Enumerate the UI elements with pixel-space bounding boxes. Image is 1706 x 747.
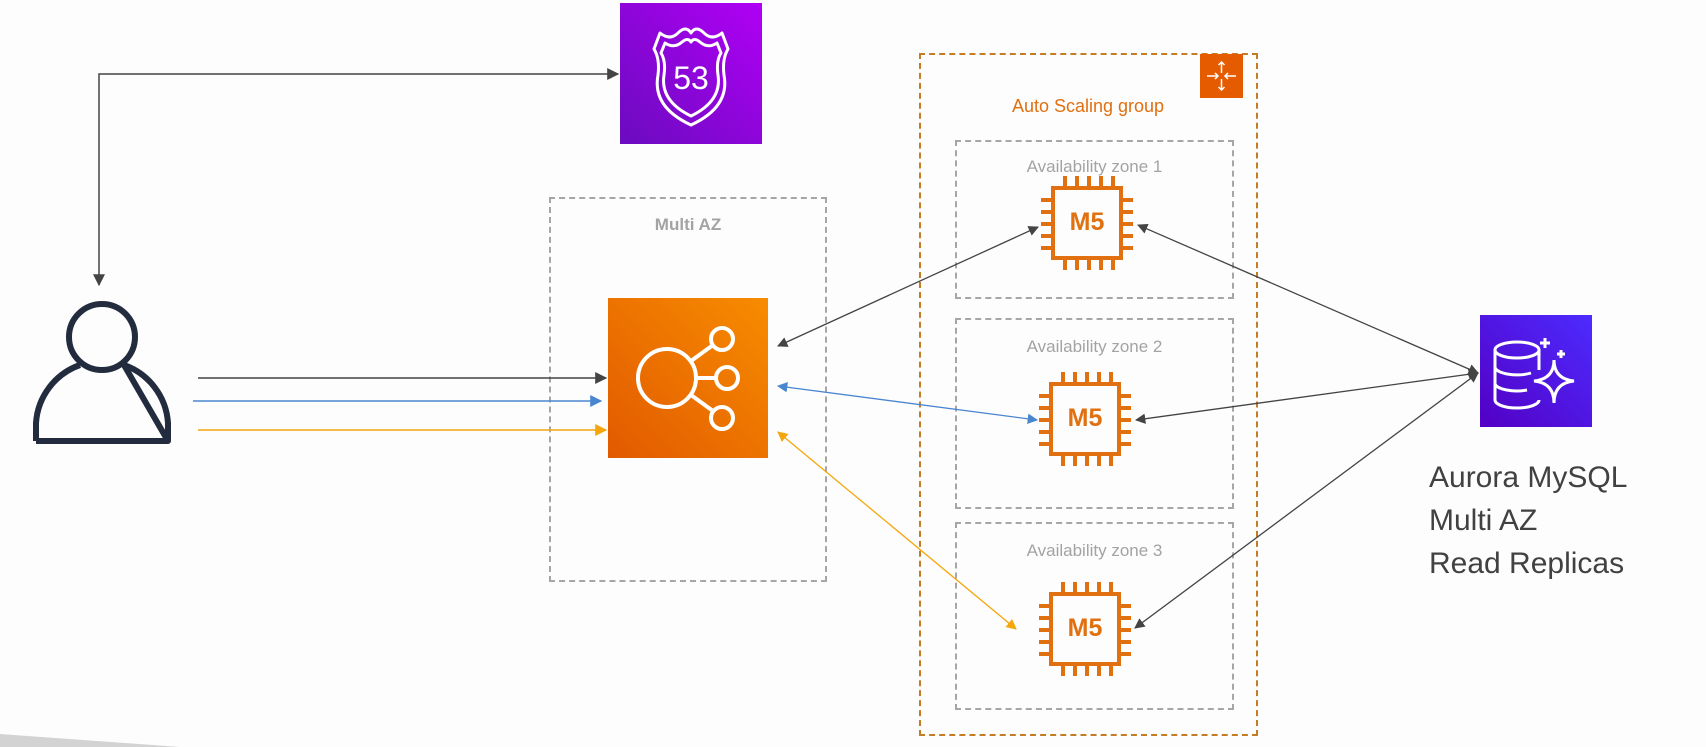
edge-aurora-m5-zone1 xyxy=(1137,223,1479,375)
database-caption: Aurora MySQL Multi AZ Read Replicas xyxy=(1429,456,1627,585)
availability-zone-1 xyxy=(955,140,1234,299)
instance-type-label: M5 xyxy=(1067,614,1103,642)
user-icon xyxy=(33,301,171,444)
availability-zone-3-label: Availability zone 3 xyxy=(1026,541,1163,560)
chip-icon xyxy=(1041,176,1133,270)
caption-line-engine: Aurora MySQL xyxy=(1429,461,1628,494)
slide-swoosh xyxy=(0,734,180,747)
route53-label: 53 xyxy=(673,60,709,96)
chip-icon xyxy=(1039,372,1131,466)
edge-user-route53 xyxy=(93,68,620,287)
auto-scaling-group-label: Auto Scaling group xyxy=(1011,96,1165,116)
aurora-database-icon[interactable] xyxy=(1480,315,1592,427)
shield-icon xyxy=(652,27,730,127)
caption-line-multi-az: Multi AZ xyxy=(1429,504,1538,537)
ec2-instance-zone3[interactable]: M5 xyxy=(1032,578,1138,682)
availability-zone-1-label: Availability zone 1 xyxy=(1026,157,1163,176)
route53-icon[interactable]: 53 xyxy=(620,3,762,144)
edge-elb-m5-zone3 xyxy=(777,431,1017,630)
auto-scaling-icon xyxy=(1200,54,1243,98)
ec2-instance-zone1[interactable]: M5 xyxy=(1034,172,1140,276)
edge-aurora-m5-zone2 xyxy=(1134,369,1480,424)
instance-type-label: M5 xyxy=(1069,208,1105,236)
ec2-instance-zone2[interactable]: M5 xyxy=(1032,368,1138,472)
edge-elb-m5-zone1 xyxy=(777,226,1039,347)
caption-line-replicas: Read Replicas xyxy=(1429,547,1625,580)
multi-az-label: Multi AZ xyxy=(654,215,722,234)
edge-elb-m5-zone2 xyxy=(776,382,1039,424)
instance-type-label: M5 xyxy=(1067,404,1103,432)
chip-icon xyxy=(1039,582,1131,676)
availability-zone-2-label: Availability zone 2 xyxy=(1026,337,1163,356)
edge-aurora-m5-zone3 xyxy=(1134,372,1479,629)
load-balancer-icon[interactable] xyxy=(608,298,768,458)
